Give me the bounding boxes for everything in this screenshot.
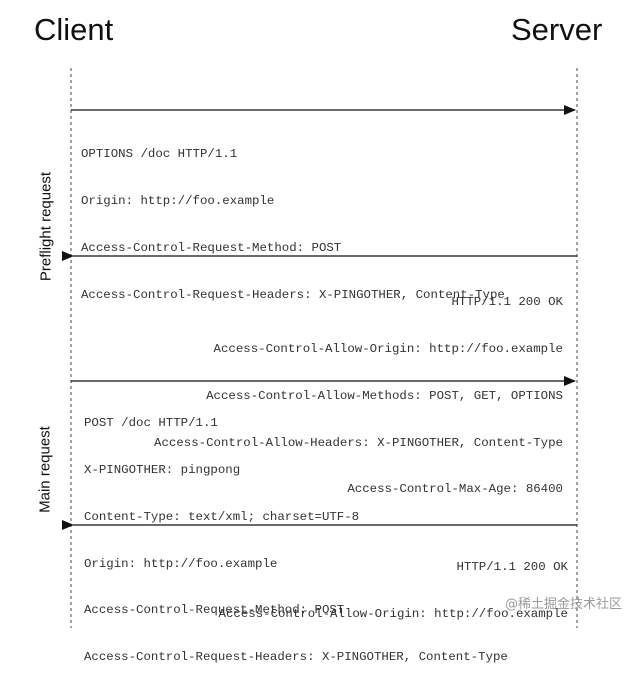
message-line: Access-Control-Allow-Headers: X-PINGOTHE… <box>154 435 563 450</box>
message-line: HTTP/1.1 200 OK <box>451 295 563 310</box>
message-line: Access-Control-Allow-Origin: http://foo.… <box>213 341 563 356</box>
message-line: Origin: http://foo.example <box>81 193 275 208</box>
message-line: Access-Control-Max-Age: 86400 <box>347 482 563 497</box>
message-line: Access-Control-Allow-Origin: http://foo.… <box>218 606 568 621</box>
message-line: POST /doc HTTP/1.1 <box>84 416 218 431</box>
message-line: Access-Control-Request-Method: POST <box>81 240 342 255</box>
message-line: Access-Control-Request-Headers: X-PINGOT… <box>81 287 505 302</box>
message-line: Content-Type: text/xml; charset=UTF-8 <box>84 509 360 524</box>
message-line: Access-Control-Request-Headers: X-PINGOT… <box>84 650 508 665</box>
message-line: HTTP/1.1 200 OK <box>456 560 568 575</box>
message-line: OPTIONS /doc HTTP/1.1 <box>81 147 238 162</box>
main-request-label: Main request <box>36 426 54 513</box>
message-line: Origin: http://foo.example <box>84 556 278 571</box>
watermark: @稀土掘金技术社区 <box>504 597 622 612</box>
preflight-request-headers: OPTIONS /doc HTTP/1.1 Origin: http://foo… <box>81 116 505 319</box>
preflight-response-headers: HTTP/1.1 200 OK Access-Control-Allow-Ori… <box>154 264 563 514</box>
message-line: Access-Control-Request-Method: POST <box>84 603 345 618</box>
main-response-headers: HTTP/1.1 200 OK Access-Control-Allow-Ori… <box>219 529 568 638</box>
sequence-lines <box>62 68 578 628</box>
preflight-request-label: Preflight request <box>37 171 55 282</box>
message-line: X-PINGOTHER: pingpong <box>84 462 241 477</box>
message-line: Access-Control-Allow-Methods: POST, GET,… <box>206 388 563 403</box>
server-title: Server <box>511 12 603 47</box>
client-title: Client <box>34 12 114 47</box>
